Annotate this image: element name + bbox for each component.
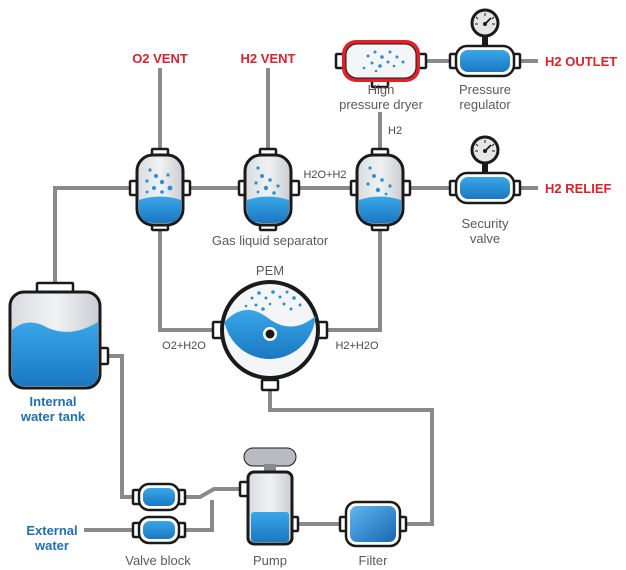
security-valve-label-line1: Security	[462, 216, 509, 231]
pipes	[53, 59, 538, 532]
high-pressure-dryer-label-line2: pressure dryer	[339, 97, 423, 112]
pressure-regulator	[448, 8, 522, 78]
h2-h2o-flow-label: H2+H2O	[335, 340, 379, 352]
high-pressure-dryer-label-line1: High	[368, 82, 395, 97]
pump	[238, 447, 300, 546]
h2-flow-label: H2	[388, 125, 402, 137]
internal-water-tank	[8, 281, 110, 390]
o2-vent-label: O2 VENT	[132, 51, 188, 66]
h2o-h2-flow-label: H2O+H2	[303, 169, 346, 181]
gas-liquid-separator-label: Gas liquid separator	[212, 233, 329, 248]
filter	[338, 500, 408, 548]
pressure-regulator-label-line1: Pressure	[459, 82, 511, 97]
valve-block-label: Valve block	[125, 553, 191, 568]
internal-water-tank-label-line1: Internal	[30, 394, 77, 409]
valve-block	[131, 482, 187, 545]
pump-label: Pump	[253, 553, 287, 568]
h2-vent-label: H2 VENT	[241, 51, 296, 66]
pem-stack	[211, 280, 329, 392]
internal-water-tank-label-line2: water tank	[20, 409, 86, 424]
security-valve-label-line2: valve	[470, 231, 500, 246]
separator-o2	[128, 147, 192, 232]
o2-h2o-flow-label: O2+H2O	[162, 340, 206, 352]
separator-h2	[237, 147, 301, 232]
pressure-regulator-label-line2: regulator	[459, 97, 511, 112]
security-valve	[448, 135, 522, 205]
pem-label: PEM	[256, 263, 284, 278]
h2-outlet-label: H2 OUTLET	[545, 54, 617, 69]
external-water-label-line1: External	[26, 523, 77, 538]
filter-label: Filter	[359, 553, 389, 568]
separator-h2-dry	[349, 147, 412, 232]
external-water-label-line2: water	[34, 538, 69, 553]
high-pressure-dryer	[334, 40, 428, 89]
h2-relief-label: H2 RELIEF	[545, 181, 612, 196]
